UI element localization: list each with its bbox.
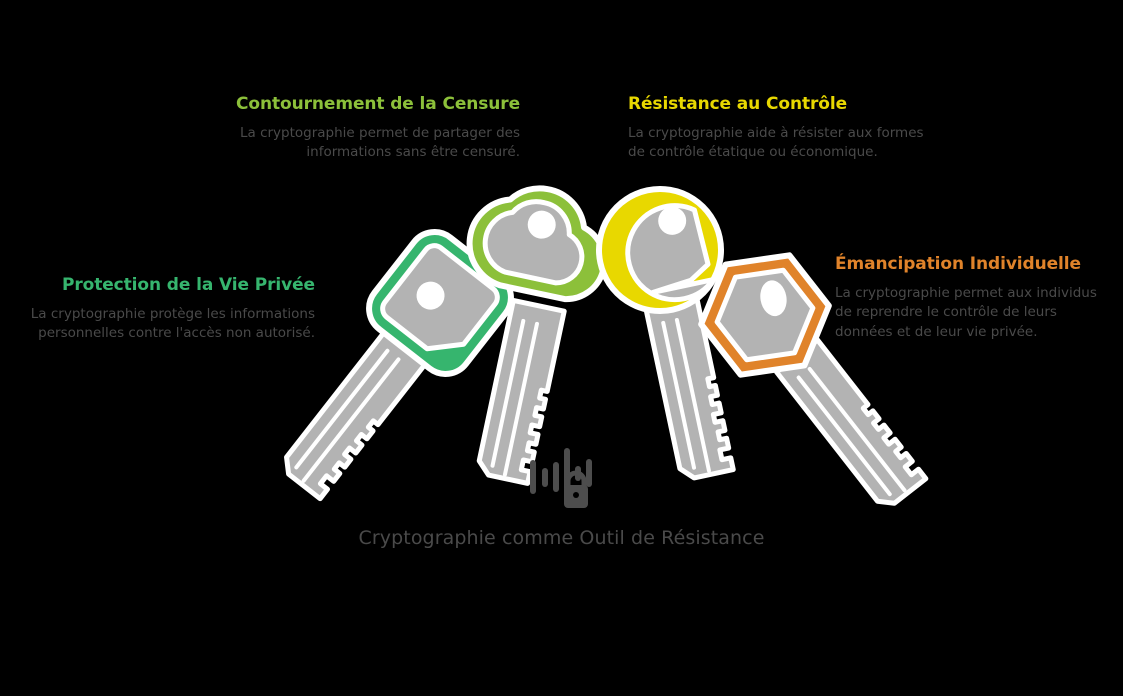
body-contournement-censure: La cryptographie permet de partager des …: [239, 124, 520, 161]
encrypted-waveform-lock-icon: [528, 446, 596, 510]
block-contournement-censure: Contournement de la Censure La cryptogra…: [225, 95, 520, 163]
key-censure-cloud: [466, 185, 608, 489]
heading-emancipation-individuelle: Émancipation Individuelle: [835, 254, 1081, 274]
block-emancipation-individuelle: Émancipation Individuelle La cryptograph…: [835, 255, 1115, 342]
body-emancipation-individuelle: La cryptographie permet aux individus de…: [835, 284, 1097, 340]
block-protection-vie-privee: Protection de la Vie Privée La cryptogra…: [10, 276, 315, 344]
keys-illustration: [300, 175, 840, 475]
body-resistance-controle: La cryptographie aide à résister aux for…: [628, 124, 924, 161]
infographic-caption: Cryptographie comme Outil de Résistance: [358, 527, 765, 549]
key-emancipation-hexagon: [698, 252, 949, 529]
heading-contournement-censure: Contournement de la Censure: [236, 94, 520, 114]
body-protection-vie-privee: La cryptographie protège les information…: [30, 305, 315, 342]
padlock-icon: [564, 470, 588, 508]
heading-resistance-controle: Résistance au Contrôle: [628, 94, 848, 114]
key-controle-circle: [596, 186, 768, 488]
block-resistance-controle: Résistance au Contrôle La cryptographie …: [628, 95, 938, 163]
heading-protection-vie-privee: Protection de la Vie Privée: [62, 275, 315, 295]
